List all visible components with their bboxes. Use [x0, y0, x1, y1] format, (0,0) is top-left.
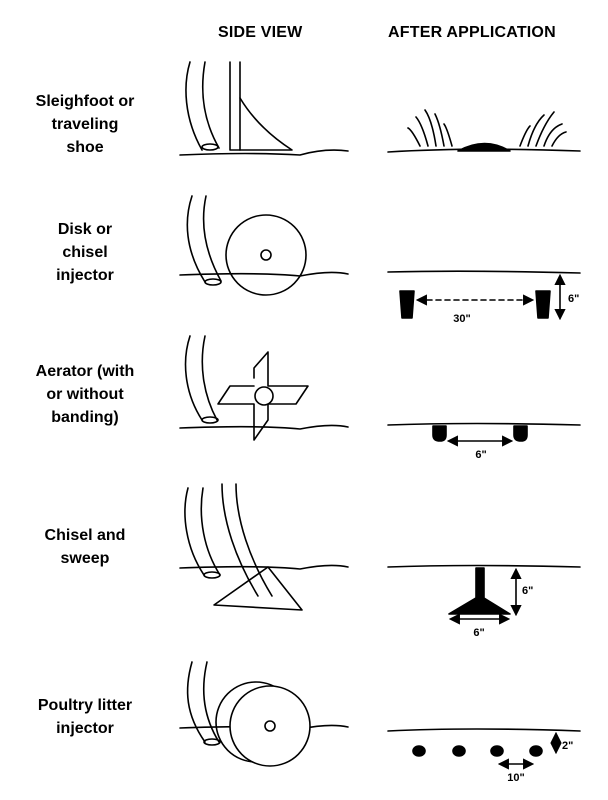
hose [184, 335, 203, 421]
sleighfoot-after [387, 109, 581, 153]
hose [184, 487, 205, 576]
label-line: banding) [51, 409, 119, 426]
plant-leaf [551, 131, 567, 147]
sweep-injection [448, 567, 511, 615]
aerator-after [387, 422, 581, 447]
dimension-label: 6" [473, 627, 484, 639]
poultry-after [387, 728, 581, 770]
litter-deposit [529, 745, 543, 757]
aerator-hub [254, 386, 274, 406]
label-line: Disk or [57, 221, 113, 238]
chisel-sweep-after [387, 564, 581, 625]
hose [186, 661, 206, 743]
plant-leaf [415, 116, 429, 147]
label-line: Aerator (with [35, 363, 135, 380]
plant-leaf [434, 113, 445, 147]
label-chisel-sweep: Chisel and sweep [10, 524, 160, 570]
disk-after [387, 270, 581, 321]
label-line: injector [56, 720, 114, 737]
label-line: Poultry litter [37, 697, 133, 714]
shank [229, 61, 241, 151]
sweep-blade [213, 566, 303, 611]
hose [200, 487, 221, 576]
disk-wheel [225, 214, 307, 296]
side-view-heading: SIDE VIEW [218, 24, 303, 41]
hose-opening [201, 416, 219, 424]
label-aerator: Aerator (with or without banding) [10, 360, 160, 429]
ground-line [387, 728, 581, 732]
hose [186, 195, 206, 283]
plant-leaf [543, 123, 563, 147]
dimension-label: 6" [522, 585, 533, 597]
plant-leaf [424, 109, 437, 147]
plant-leaf [407, 127, 421, 147]
aeration-hole [432, 425, 447, 442]
dimension-label: 30" [453, 313, 470, 325]
hose-opening [203, 738, 221, 746]
manure-band [457, 142, 511, 152]
aeration-hole [513, 425, 528, 442]
label-line: Sleighfoot or [35, 93, 135, 110]
dimension-label: 6" [475, 449, 486, 461]
litter-deposit [412, 745, 426, 757]
plant-leaf [535, 111, 555, 147]
label-line: chisel [62, 244, 108, 261]
label-line: or without [46, 386, 124, 403]
dimension-label: 2" [562, 740, 573, 752]
disk-side-view [179, 195, 349, 296]
hose-opening [203, 571, 221, 579]
injector-wheel-front [229, 685, 311, 767]
label-line: traveling [51, 116, 119, 133]
label-poultry-litter: Poultry litter injector [10, 694, 160, 740]
ground-line [179, 564, 349, 570]
label-line: injector [56, 267, 114, 284]
ground-line [387, 270, 581, 274]
hose [202, 661, 220, 743]
injector-hub [264, 720, 276, 732]
plant-leaf [443, 123, 453, 147]
hose-opening [201, 143, 219, 151]
ground-line [387, 422, 581, 426]
label-disk-chisel: Disk or chisel injector [10, 218, 160, 287]
sleighfoot-side-view [179, 61, 349, 156]
poultry-side-view [179, 661, 349, 767]
plant-leaf [527, 114, 545, 147]
aerator-side-view [179, 335, 349, 441]
ground-line [179, 149, 349, 156]
dimension-label: 10" [507, 772, 524, 784]
label-sleighfoot: Sleighfoot or traveling shoe [10, 90, 160, 159]
label-line: sweep [60, 550, 110, 567]
plant-leaf [519, 125, 531, 147]
litter-deposit [452, 745, 466, 757]
hose [185, 61, 203, 151]
injection-slot [535, 290, 551, 319]
hose-opening [204, 278, 222, 286]
hose [201, 61, 220, 149]
dimension-label: 6" [568, 293, 579, 305]
chisel-shank [221, 483, 273, 597]
injection-slot [399, 290, 415, 319]
ground-line [179, 424, 349, 430]
hose [201, 335, 218, 421]
label-line: shoe [66, 139, 104, 156]
litter-deposit [490, 745, 504, 757]
disk-hub [260, 249, 272, 261]
shoe-blade [239, 97, 293, 151]
hose [202, 195, 222, 282]
chisel-sweep-side-view [179, 483, 349, 611]
ground-line [179, 271, 349, 277]
label-line: Chisel and [44, 527, 126, 544]
ground-line [387, 564, 581, 568]
after-application-heading: AFTER APPLICATION [388, 24, 556, 41]
